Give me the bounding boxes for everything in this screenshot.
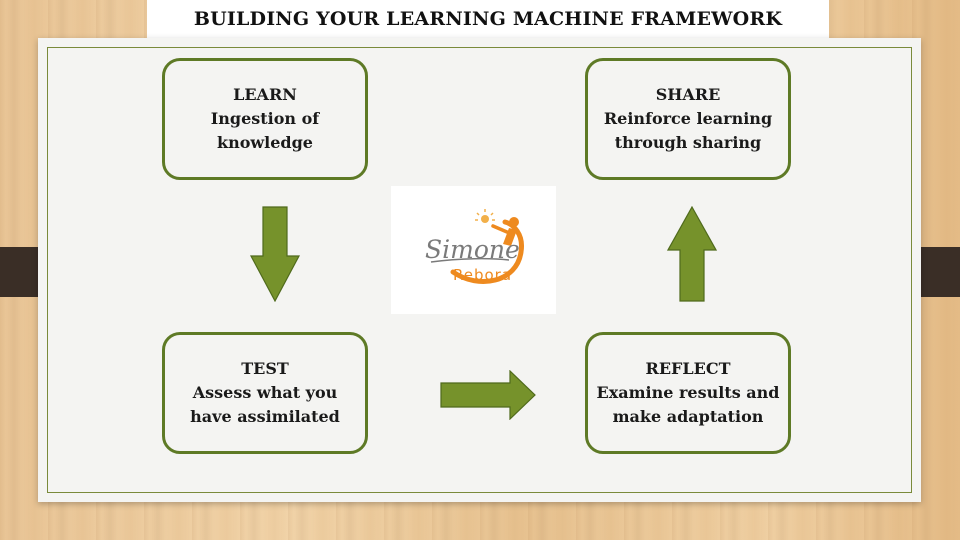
arrow-right-icon	[440, 370, 536, 420]
logo-card: Simone Rebora	[391, 186, 556, 314]
test-description: Assess what you have assimilated	[190, 383, 340, 426]
panel-border	[47, 47, 912, 493]
test-box: TEST Assess what you have assimilated	[162, 332, 368, 454]
learn-box: LEARN Ingestion of knowledge	[162, 58, 368, 180]
reflect-description: Examine results and make adaptation	[596, 383, 780, 426]
reflect-heading: REFLECT	[645, 359, 731, 378]
arrow-up-icon	[667, 206, 717, 302]
page-title: BUILDING YOUR LEARNING MACHINE FRAMEWORK	[193, 8, 783, 30]
title-banner: BUILDING YOUR LEARNING MACHINE FRAMEWORK	[147, 0, 829, 38]
logo-name-line2: Rebora	[453, 266, 512, 284]
share-box: SHARE Reinforce learning through sharing	[585, 58, 791, 180]
reflect-box: REFLECT Examine results and make adaptat…	[585, 332, 791, 454]
share-heading: SHARE	[655, 85, 721, 104]
arrow-down-icon	[250, 206, 300, 302]
simone-rebora-logo: Simone Rebora	[425, 209, 524, 285]
share-description: Reinforce learning through sharing	[603, 109, 773, 152]
learn-description: Ingestion of knowledge	[210, 109, 320, 152]
test-heading: TEST	[241, 359, 289, 378]
learn-heading: LEARN	[233, 85, 297, 104]
